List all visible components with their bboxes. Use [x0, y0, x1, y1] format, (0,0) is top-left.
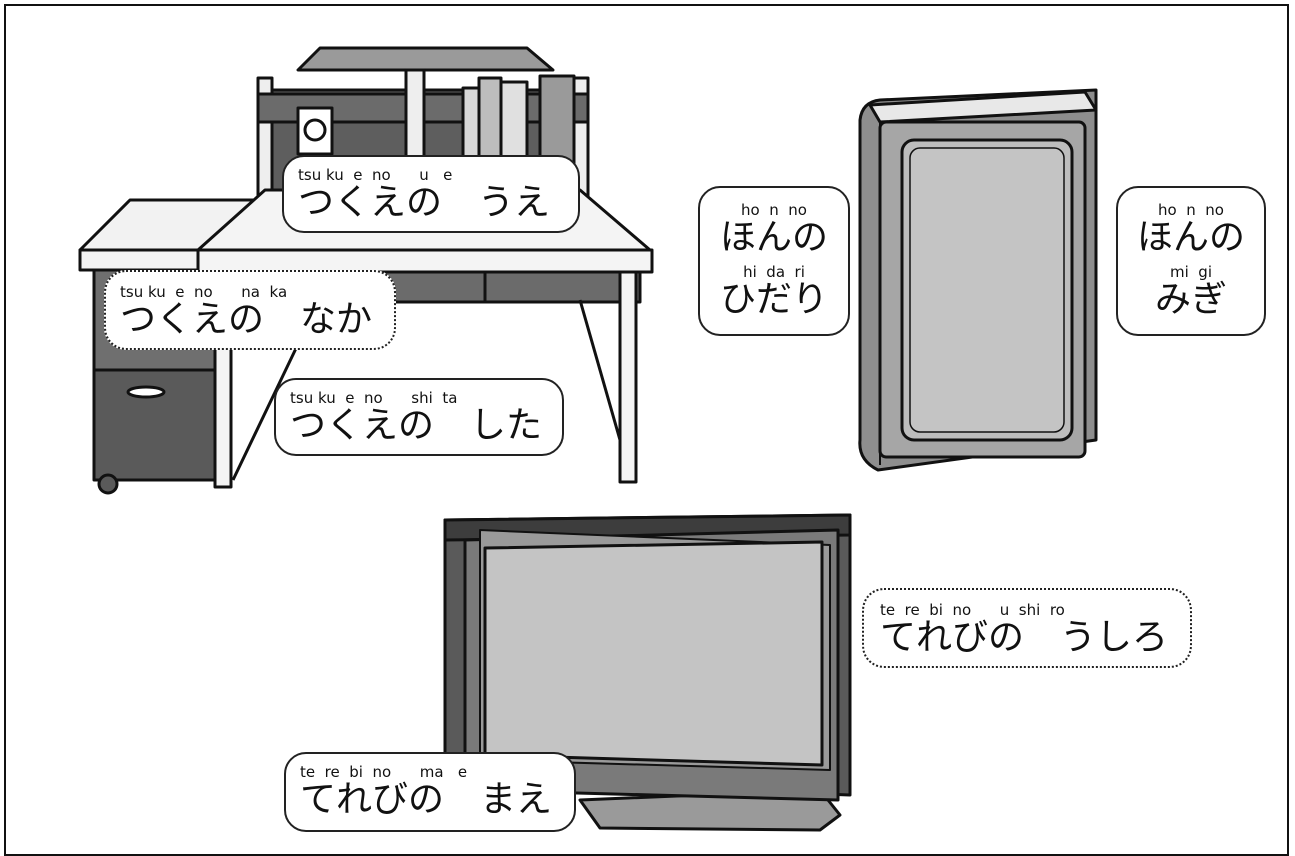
furigana: tsu ku e no u e — [298, 166, 453, 184]
label-book-left: ho n no ほんの hi da ri ひだり — [698, 186, 850, 336]
kana-text: つくえの した — [290, 405, 543, 446]
kana-text: ほんの — [1136, 217, 1245, 258]
furigana: ho n no — [741, 201, 807, 219]
label-book-right: ho n no ほんの mi gi みぎ — [1116, 186, 1266, 336]
label-desk-under: tsu ku e no shi ta つくえの した — [274, 378, 564, 456]
furigana: tsu ku e no shi ta — [290, 389, 458, 407]
furigana: te re bi no u shi ro — [880, 601, 1065, 619]
label-tv-front: te re bi no ma e てれびの まえ — [284, 752, 576, 832]
furigana: ho n no — [1158, 201, 1224, 219]
kana-text: ほんの — [719, 217, 828, 258]
kana-text: つくえの うえ — [298, 182, 551, 223]
label-desk-inside: tsu ku e no na ka つくえの なか — [104, 270, 396, 350]
kana-text: てれびの うしろ — [880, 617, 1169, 658]
furigana: hi da ri — [743, 263, 805, 281]
label-tv-behind: te re bi no u shi ro てれびの うしろ — [862, 588, 1192, 668]
label-desk-top: tsu ku e no u e つくえの うえ — [282, 155, 580, 233]
kana-text: てれびの まえ — [300, 779, 553, 820]
kana-text: つくえの なか — [120, 299, 373, 340]
tv-illustration — [443, 513, 852, 832]
book-illustration — [858, 88, 1098, 472]
furigana: tsu ku e no na ka — [120, 283, 288, 301]
furigana: mi gi — [1169, 263, 1212, 281]
furigana: te re bi no ma e — [300, 763, 468, 781]
kana-text: ひだり — [719, 279, 828, 320]
kana-text: みぎ — [1154, 279, 1227, 320]
